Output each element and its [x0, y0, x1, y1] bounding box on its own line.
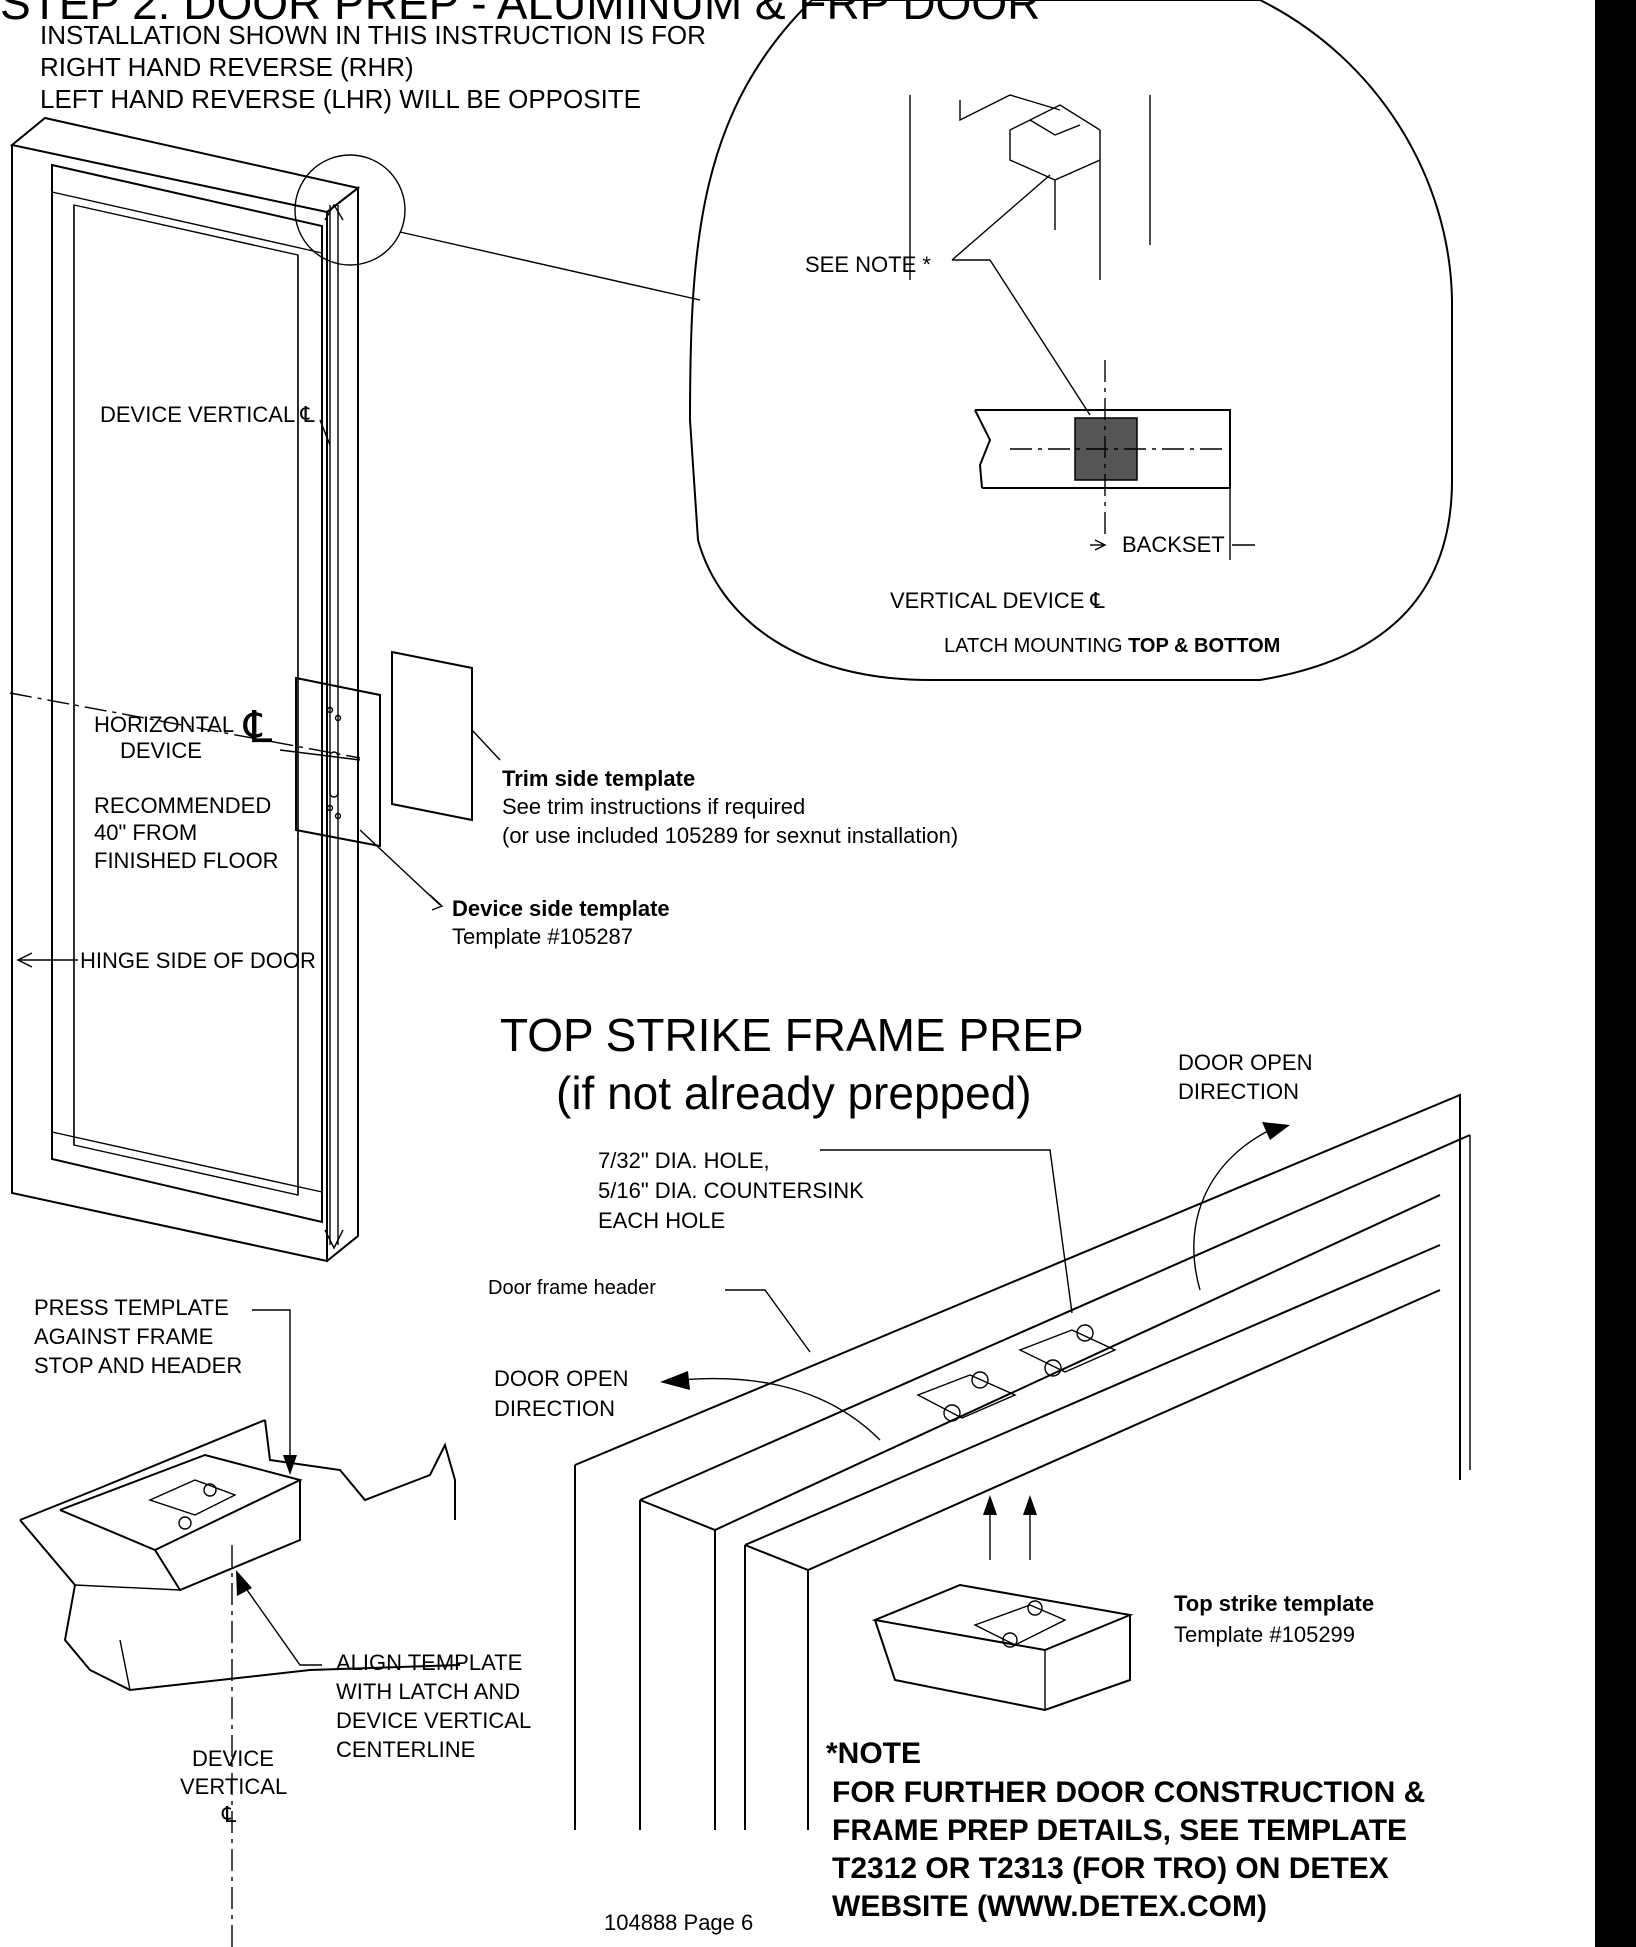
device-vertical-1: DEVICE	[192, 1746, 274, 1771]
top-strike-title: Top strike template	[1174, 1591, 1375, 1616]
note-heading: *NOTE	[826, 1737, 922, 1770]
see-note-label: SEE NOTE *	[805, 252, 931, 277]
align-template-2: WITH LATCH AND	[336, 1679, 521, 1704]
latch-bar-detail	[974, 360, 1255, 560]
trim-template-title: Trim side template	[502, 766, 696, 791]
recommended-label-2: 40" FROM	[94, 820, 198, 845]
note-line-4: WEBSITE (WWW.DETEX.COM)	[832, 1890, 1267, 1923]
install-line-3: LEFT HAND REVERSE (LHR) WILL BE OPPOSITE	[40, 84, 642, 114]
door-open-left-2: DIRECTION	[494, 1396, 615, 1421]
door-drawing	[9, 116, 701, 1263]
vertical-device-cl-label: VERTICAL DEVICE ℄	[890, 588, 1105, 613]
door-open-right-1: DOOR OPEN	[1178, 1050, 1313, 1075]
note-line-2: FRAME PREP DETAILS, SEE TEMPLATE	[832, 1814, 1408, 1847]
top-strike-template-sheet	[871, 1583, 1134, 1712]
device-template-number: Template #105287	[452, 924, 634, 949]
trim-template-line-1: See trim instructions if required	[502, 794, 806, 819]
frame-corner-detail	[909, 94, 1151, 280]
align-template-4: CENTERLINE	[336, 1737, 476, 1762]
detail-bubble	[688, 0, 1453, 681]
top-strike-number: Template #105299	[1174, 1622, 1356, 1647]
hole-spec-1: 7/32" DIA. HOLE,	[598, 1148, 770, 1173]
horizontal-label-2: DEVICE	[120, 738, 202, 763]
horizontal-label-1: HORIZONTAL	[94, 712, 235, 737]
frame-prep-subtitle: (if not already prepped)	[556, 1067, 1032, 1119]
device-template-title: Device side template	[452, 896, 670, 921]
latch-mounting-label: LATCH MOUNTING TOP & BOTTOM	[944, 635, 1281, 657]
press-template-3: STOP AND HEADER	[34, 1353, 243, 1378]
page-footer: 104888 Page 6	[604, 1910, 754, 1935]
backset-label: BACKSET	[1122, 532, 1225, 557]
note-line-3: T2312 OR T2313 (FOR TRO) ON DETEX	[832, 1852, 1389, 1885]
hole-spec-2: 5/16" DIA. COUNTERSINK	[598, 1178, 864, 1203]
device-vertical-3: ℄	[222, 1802, 237, 1827]
install-line-1: INSTALLATION SHOWN IN THIS INSTRUCTION I…	[40, 20, 706, 50]
device-vertical-cl-label: DEVICE VERTICAL ℄	[100, 402, 315, 427]
note-line-1: FOR FURTHER DOOR CONSTRUCTION &	[832, 1776, 1426, 1809]
press-template-1: PRESS TEMPLATE	[34, 1295, 229, 1320]
door-open-right-2: DIRECTION	[1178, 1079, 1299, 1104]
frame-header-label: Door frame header	[488, 1277, 656, 1299]
recommended-label-3: FINISHED FLOOR	[94, 848, 279, 873]
press-template-2: AGAINST FRAME	[34, 1324, 214, 1349]
hinge-side-label: HINGE SIDE OF DOOR	[80, 948, 316, 973]
trim-template-line-2: (or use included 105289 for sexnut insta…	[502, 823, 959, 848]
frame-prep-title: TOP STRIKE FRAME PREP	[500, 1009, 1084, 1061]
recommended-label-1: RECOMMENDED	[94, 793, 272, 818]
page-edge-band	[1595, 0, 1636, 1947]
hole-spec-3: EACH HOLE	[598, 1208, 726, 1233]
frame-header-drawing	[574, 1093, 1471, 1830]
align-template-3: DEVICE VERTICAL	[336, 1708, 532, 1733]
trim-template-sheet	[391, 650, 501, 822]
device-vertical-2: VERTICAL	[180, 1774, 288, 1799]
align-template-1: ALIGN TEMPLATE	[336, 1650, 523, 1675]
step-title: STEP 2: DOOR PREP - ALUMINUM & FRP DOOR	[0, 0, 1041, 29]
install-line-2: RIGHT HAND REVERSE (RHR)	[40, 52, 414, 82]
horizontal-cl-symbol: ℄	[244, 703, 273, 752]
door-open-left-1: DOOR OPEN	[494, 1366, 629, 1391]
press-template-drawing	[19, 1309, 461, 1947]
device-template-sheet	[279, 676, 444, 911]
